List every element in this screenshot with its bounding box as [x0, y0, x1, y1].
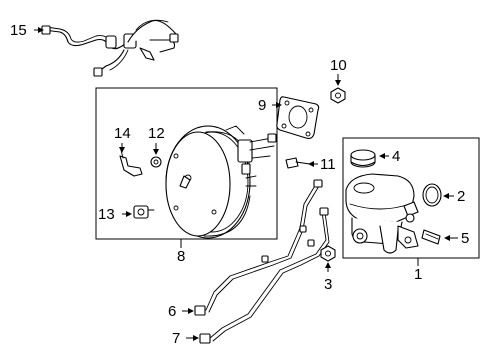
callout-15: 15	[10, 22, 27, 39]
callout-4: 4	[392, 148, 400, 165]
callout-14: 14	[114, 125, 131, 142]
callout-8: 8	[177, 248, 185, 265]
reservoir-cap-part-4	[350, 149, 376, 168]
callout-6: 6	[168, 303, 176, 320]
nut-part-3	[320, 245, 336, 262]
nut-part-10	[330, 87, 346, 104]
o-ring-part-2	[422, 183, 442, 207]
bolt-part-11	[285, 157, 311, 169]
callout-5: 5	[461, 230, 469, 247]
callout-13: 13	[98, 206, 115, 223]
callout-10: 10	[330, 57, 347, 74]
callout-9: 9	[258, 97, 266, 114]
brake-lines	[194, 179, 330, 344]
master-cylinder-part-1	[345, 173, 419, 254]
callout-labels: 15 10 9 14 12 4 11 2 13 5 8 1 3 6 7	[10, 22, 469, 347]
callout-3: 3	[324, 276, 332, 293]
check-valve-part-13	[133, 205, 155, 219]
grommet-part-12	[150, 156, 162, 168]
callout-11: 11	[320, 156, 336, 173]
callout-1: 1	[414, 266, 422, 283]
sensor-part-5	[421, 229, 441, 245]
vacuum-hose-assembly	[41, 19, 179, 77]
booster-group-box	[95, 87, 278, 240]
gasket-part-9	[276, 96, 320, 140]
master-cylinder-group-box	[342, 137, 480, 259]
callout-2: 2	[457, 188, 465, 205]
callout-7: 7	[172, 330, 180, 347]
callout-12: 12	[148, 125, 165, 142]
sensor-part-14	[119, 149, 143, 177]
leader-lines	[34, 27, 458, 341]
brake-booster-part-8	[165, 125, 277, 239]
